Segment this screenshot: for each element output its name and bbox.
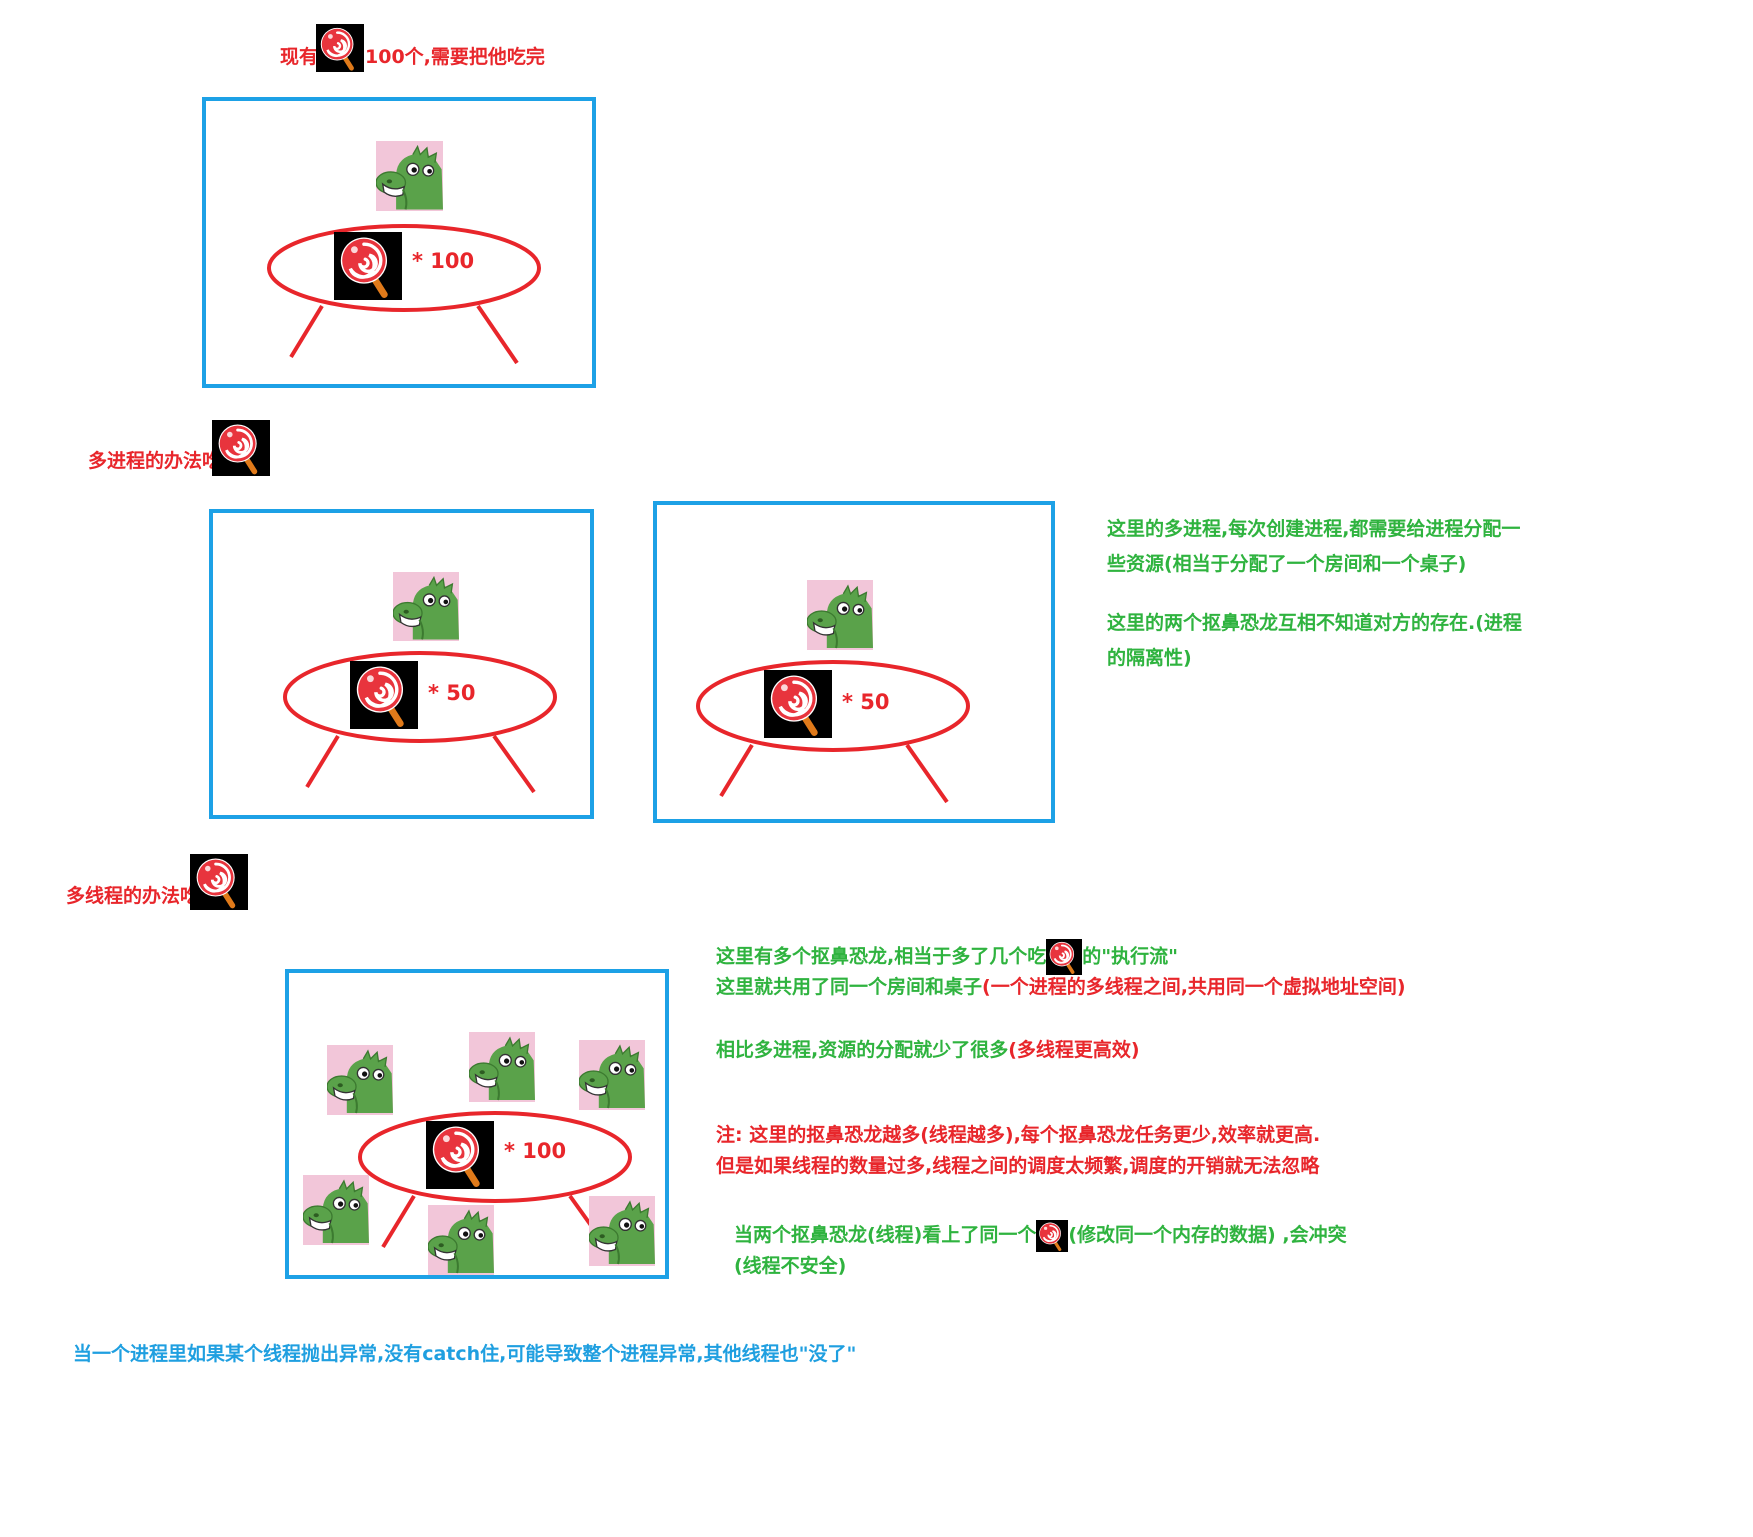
header-suffix: 100个,需要把他吃完 <box>365 46 545 68</box>
note-text: 这里就共用了同一个房间和桌子 <box>716 976 983 998</box>
note-text: 的"执行流" <box>1082 945 1179 968</box>
lollipop-icon <box>350 661 418 729</box>
dinosaur-icon <box>807 580 873 650</box>
multithread-conflict: 当两个抠鼻恐龙(线程)看上了同一个 (修改同一个内存的数据) ,会冲突 (线程不安… <box>734 1218 1347 1284</box>
note-text: 这里有多个抠鼻恐龙,相当于多了几个吃 <box>716 945 1047 968</box>
multiprocess-note-2: 这里的两个抠鼻恐龙互相不知道对方的存在.(进程 的隔离性) <box>1107 606 1522 676</box>
process-room-left <box>209 509 594 819</box>
note-line: 这里的两个抠鼻恐龙互相不知道对方的存在.(进程 <box>1107 606 1522 641</box>
lollipop-icon <box>190 854 248 910</box>
candy-count: * 100 <box>412 249 475 273</box>
conflict-line: 当两个抠鼻恐龙(线程)看上了同一个 (修改同一个内存的数据) ,会冲突 <box>734 1218 1347 1253</box>
note-line-text: 的隔离性) <box>1107 647 1192 669</box>
lollipop-icon <box>1036 1219 1069 1252</box>
multithread-note-2: 这里就共用了同一个房间和桌子(一个进程的多线程之间,共用同一个虚拟地址空间) <box>716 970 1406 1005</box>
footer-note: 当一个进程里如果某个线程抛出异常,没有catch住,可能导致整个进程异常,其他线… <box>73 1343 857 1365</box>
header-prefix: 现有 <box>280 46 319 68</box>
dinosaur-icon <box>376 141 443 211</box>
note-text: (多线程更高效) <box>1008 1039 1140 1061</box>
note-text: (线程不安全) <box>734 1255 847 1277</box>
note-line: 的隔离性) <box>1107 641 1522 676</box>
dinosaur-icon <box>428 1205 494 1275</box>
warning-line: 但是如果线程的数量过多,线程之间的调度太频繁,调度的开销就无法忽略 <box>716 1155 1320 1177</box>
lollipop-icon <box>316 24 364 72</box>
multithread-warning: 注: 这里的抠鼻恐龙越多(线程越多),每个抠鼻恐龙任务更少,效率就更高. 但是如… <box>716 1118 1320 1184</box>
dinosaur-icon <box>469 1032 535 1102</box>
lollipop-icon <box>334 232 402 300</box>
dinosaur-icon <box>589 1196 655 1266</box>
candy-count-left: * 50 <box>428 681 476 705</box>
note-line: 些资源(相当于分配了一个房间和一个桌子) <box>1107 553 1467 575</box>
multithread-note-3: 相比多进程,资源的分配就少了很多(多线程更高效) <box>716 1033 1140 1068</box>
conflict-line: (线程不安全) <box>734 1249 1347 1284</box>
dinosaur-icon <box>393 572 459 641</box>
candy-count-threads: * 100 <box>504 1139 567 1163</box>
note-line-text: 这里的两个抠鼻恐龙互相不知道对方的存在.(进程 <box>1107 612 1522 634</box>
lollipop-icon <box>426 1121 494 1189</box>
multithread-title: 多线程的办法吃 <box>66 885 200 907</box>
dinosaur-icon <box>579 1040 645 1110</box>
warning-line: 注: 这里的抠鼻恐龙越多(线程越多),每个抠鼻恐龙任务更少,效率就更高. <box>716 1124 1321 1146</box>
process-room-single <box>202 97 596 388</box>
lollipop-icon <box>1046 939 1083 975</box>
note-line: 这里的多进程,每次创建进程,都需要给进程分配一 <box>1107 518 1521 540</box>
candy-count-right: * 50 <box>842 690 890 714</box>
note-text: 相比多进程,资源的分配就少了很多 <box>716 1039 1009 1061</box>
multiprocess-note-1: 这里的多进程,每次创建进程,都需要给进程分配一 些资源(相当于分配了一个房间和一… <box>1107 512 1520 582</box>
note-text: 当两个抠鼻恐龙(线程)看上了同一个 <box>734 1224 1037 1246</box>
multiprocess-title: 多进程的办法吃 <box>88 450 222 472</box>
note-text: (一个进程的多线程之间,共用同一个虚拟地址空间) <box>982 976 1406 998</box>
multithread-note-1: 这里有多个抠鼻恐龙,相当于多了几个吃 的"执行流" <box>716 939 1178 975</box>
lollipop-icon <box>212 420 270 476</box>
process-room-right <box>653 501 1055 823</box>
note-text: (修改同一个内存的数据) ,会冲突 <box>1068 1224 1347 1246</box>
lollipop-icon <box>764 670 832 738</box>
dinosaur-icon <box>327 1045 393 1115</box>
process-room-threads <box>285 969 669 1279</box>
dinosaur-icon <box>303 1175 369 1245</box>
